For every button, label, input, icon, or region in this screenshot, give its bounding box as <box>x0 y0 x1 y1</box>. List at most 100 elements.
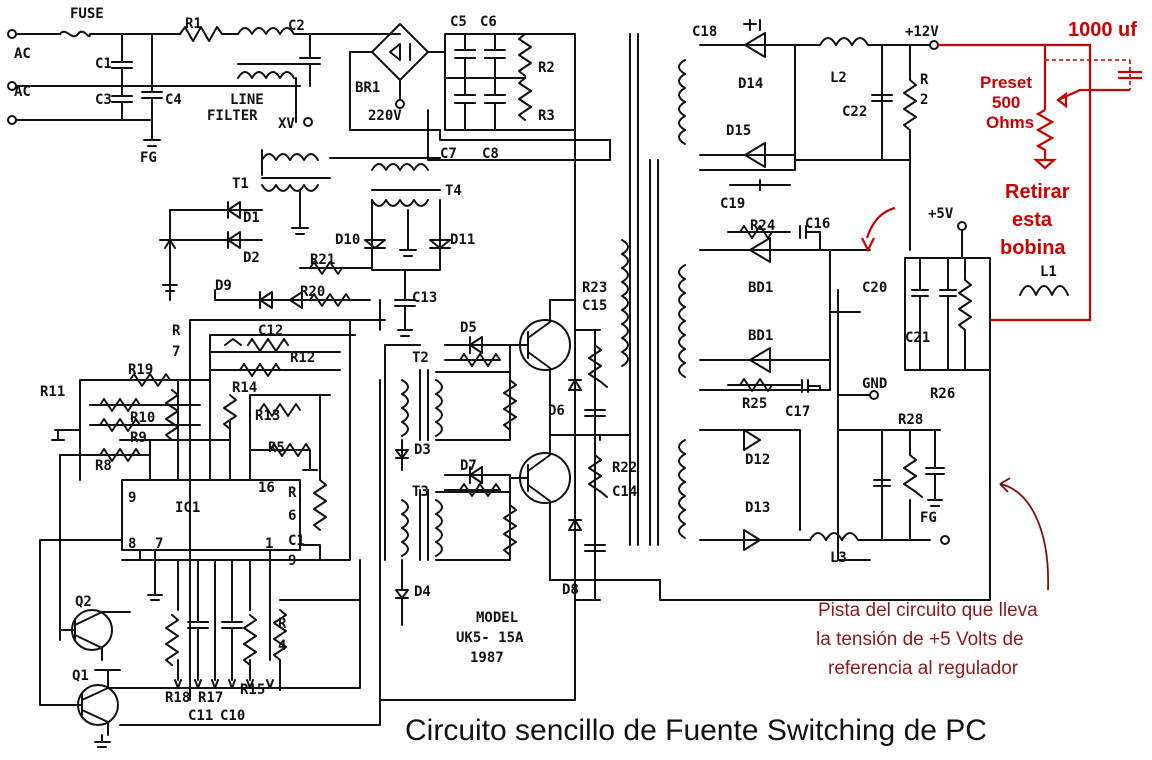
remove-coil-label-3: bobina <box>1000 237 1066 259</box>
label-d11: D11 <box>450 232 475 248</box>
label-l1: L1 <box>1040 264 1057 280</box>
label-c15: C15 <box>582 298 607 314</box>
label-c4: C4 <box>165 92 182 108</box>
label-r4-b: 4 <box>278 638 286 654</box>
label-c3: C3 <box>95 92 112 108</box>
label-d13: D13 <box>745 500 770 516</box>
label-ac-1: AC <box>14 46 31 62</box>
label-r8: R8 <box>95 458 112 474</box>
label-pin8: 8 <box>128 536 136 552</box>
label-c8: C8 <box>482 146 499 162</box>
label-c19-a: C1 <box>288 533 305 549</box>
label-xv: XV <box>278 116 295 132</box>
label-d14: D14 <box>738 76 763 92</box>
label-bd1-b: BD1 <box>748 328 773 344</box>
label-t1: T1 <box>232 176 249 192</box>
preset-label-3: Ohms <box>986 113 1034 132</box>
label-r4-a: R <box>278 616 287 632</box>
label-r9: R9 <box>130 430 147 446</box>
label-d2: D2 <box>243 250 260 266</box>
label-r23: R23 <box>582 280 607 296</box>
label-d7: D7 <box>460 458 477 474</box>
label-c16: C16 <box>805 216 830 232</box>
label-ic1: IC1 <box>175 500 200 516</box>
label-fuse: FUSE <box>70 6 104 22</box>
label-t2: T2 <box>412 350 429 366</box>
label-bd1-a: BD1 <box>748 280 773 296</box>
label-r22: R22 <box>612 460 637 476</box>
label-fg-1: FG <box>140 150 157 166</box>
label-c5: C5 <box>450 14 467 30</box>
label-d9: D9 <box>215 278 232 294</box>
label-r13: R13 <box>255 408 280 424</box>
label-c10: C10 <box>220 708 245 724</box>
note-line-3: referencia al regulador <box>828 658 1019 679</box>
label-c22: C22 <box>842 104 867 120</box>
label-r14: R14 <box>232 380 257 396</box>
label-d1: D1 <box>243 210 260 226</box>
label-model: MODEL <box>476 610 518 626</box>
red-annotations: 1000 uf Preset 500 Ohms Retirar esta bob… <box>980 19 1137 259</box>
label-d3: D3 <box>414 442 431 458</box>
label-r5: R5 <box>268 440 285 456</box>
label-l3: L3 <box>830 550 847 566</box>
label-gnd: GND <box>862 376 887 392</box>
label-c21: C21 <box>905 330 930 346</box>
diagram-title: Circuito sencillo de Fuente Switching de… <box>405 714 987 747</box>
label-c7: C7 <box>440 146 457 162</box>
label-plus5v: +5V <box>928 206 954 222</box>
label-r1: R1 <box>185 16 202 32</box>
remove-coil-label-2: esta <box>1012 209 1053 231</box>
label-r2-out-b: 2 <box>920 92 928 108</box>
label-r7-b: 7 <box>172 344 180 360</box>
label-r19: R19 <box>128 362 153 378</box>
label-r15: R15 <box>240 682 265 698</box>
label-q1: Q1 <box>72 668 89 684</box>
label-r18: R18 <box>165 690 190 706</box>
red-modification <box>861 43 1142 322</box>
label-d5: D5 <box>460 320 477 336</box>
label-pin7: 7 <box>155 536 163 552</box>
label-br1: BR1 <box>355 80 380 96</box>
label-r6-b: 6 <box>288 508 296 524</box>
note-line-1: Pista del circuito que lleva <box>818 600 1038 621</box>
label-c19-b: 9 <box>288 553 296 569</box>
note-line-2: la tensión de +5 Volts de <box>816 629 1024 650</box>
label-model-year: 1987 <box>470 650 504 666</box>
label-r2-out-a: R <box>920 72 929 88</box>
label-c12: C12 <box>258 323 283 339</box>
label-t3: T3 <box>412 484 429 500</box>
label-r17: R17 <box>198 690 223 706</box>
label-c1: C1 <box>95 56 112 72</box>
label-plus12v: +12V <box>905 24 939 40</box>
label-c19: C19 <box>720 196 745 212</box>
label-c6: C6 <box>480 14 497 30</box>
label-c13: C13 <box>412 290 437 306</box>
label-c17: C17 <box>785 404 810 420</box>
label-t4: T4 <box>445 183 462 199</box>
label-r2: R2 <box>538 60 555 76</box>
label-r21: R21 <box>310 252 335 268</box>
remove-coil-label-1: Retirar <box>1005 181 1070 203</box>
label-r7-a: R <box>172 323 181 339</box>
label-r11: R11 <box>40 384 65 400</box>
label-220v: 220V <box>368 108 402 124</box>
label-q2: Q2 <box>75 594 92 610</box>
label-d10: D10 <box>335 232 360 248</box>
label-c11: C11 <box>188 708 213 724</box>
label-pin9: 9 <box>128 490 136 506</box>
preset-label-2: 500 <box>992 93 1020 112</box>
label-fg-2: FG <box>920 510 937 526</box>
label-d8: D8 <box>562 582 579 598</box>
label-c18: C18 <box>692 24 717 40</box>
label-d12: D12 <box>745 452 770 468</box>
label-d6: D6 <box>548 403 565 419</box>
label-r24: R24 <box>750 218 775 234</box>
label-r10: R10 <box>130 410 155 426</box>
label-pin16: 16 <box>258 480 275 496</box>
schematic-wires <box>7 19 1069 748</box>
label-r26: R26 <box>930 386 955 402</box>
label-r20: R20 <box>300 284 325 300</box>
